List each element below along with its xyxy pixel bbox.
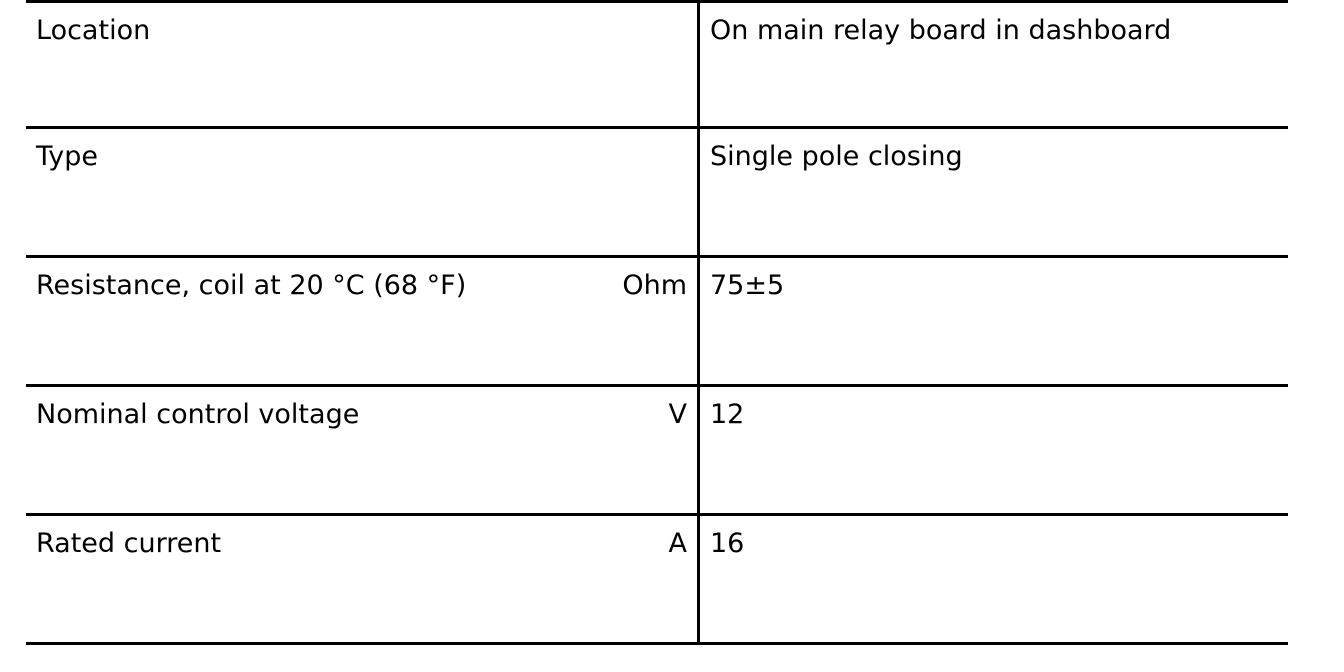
spec-value: Single pole closing xyxy=(710,141,963,172)
spec-table: Location On main relay board in dashboar… xyxy=(26,0,1288,645)
spec-label-cell: Resistance, coil at 20 °C (68 °F) Ohm xyxy=(26,258,700,384)
spec-label: Resistance, coil at 20 °C (68 °F) xyxy=(36,270,467,301)
spec-label: Rated current xyxy=(36,528,222,559)
spec-unit: Ohm xyxy=(622,270,687,301)
spec-row-resistance: Resistance, coil at 20 °C (68 °F) Ohm 75… xyxy=(26,258,1288,387)
spec-label: Nominal control voltage xyxy=(36,399,360,430)
spec-unit: V xyxy=(668,399,687,430)
spec-label-cell: Location xyxy=(26,3,700,126)
spec-label-cell: Type xyxy=(26,129,700,255)
spec-value: On main relay board in dashboard xyxy=(710,15,1172,46)
spec-value: 16 xyxy=(710,528,745,559)
spec-row-voltage: Nominal control voltage V 12 xyxy=(26,387,1288,516)
spec-label-cell: Rated current A xyxy=(26,516,700,642)
spec-label-cell: Nominal control voltage V xyxy=(26,387,700,513)
spec-value: 75±5 xyxy=(710,270,785,301)
spec-label: Type xyxy=(36,141,99,172)
spec-label: Location xyxy=(36,15,151,46)
spec-row-location: Location On main relay board in dashboar… xyxy=(26,0,1288,129)
spec-value: 12 xyxy=(710,399,745,430)
spec-row-current: Rated current A 16 xyxy=(26,516,1288,645)
spec-row-type: Type Single pole closing xyxy=(26,129,1288,258)
spec-unit: A xyxy=(668,528,687,559)
